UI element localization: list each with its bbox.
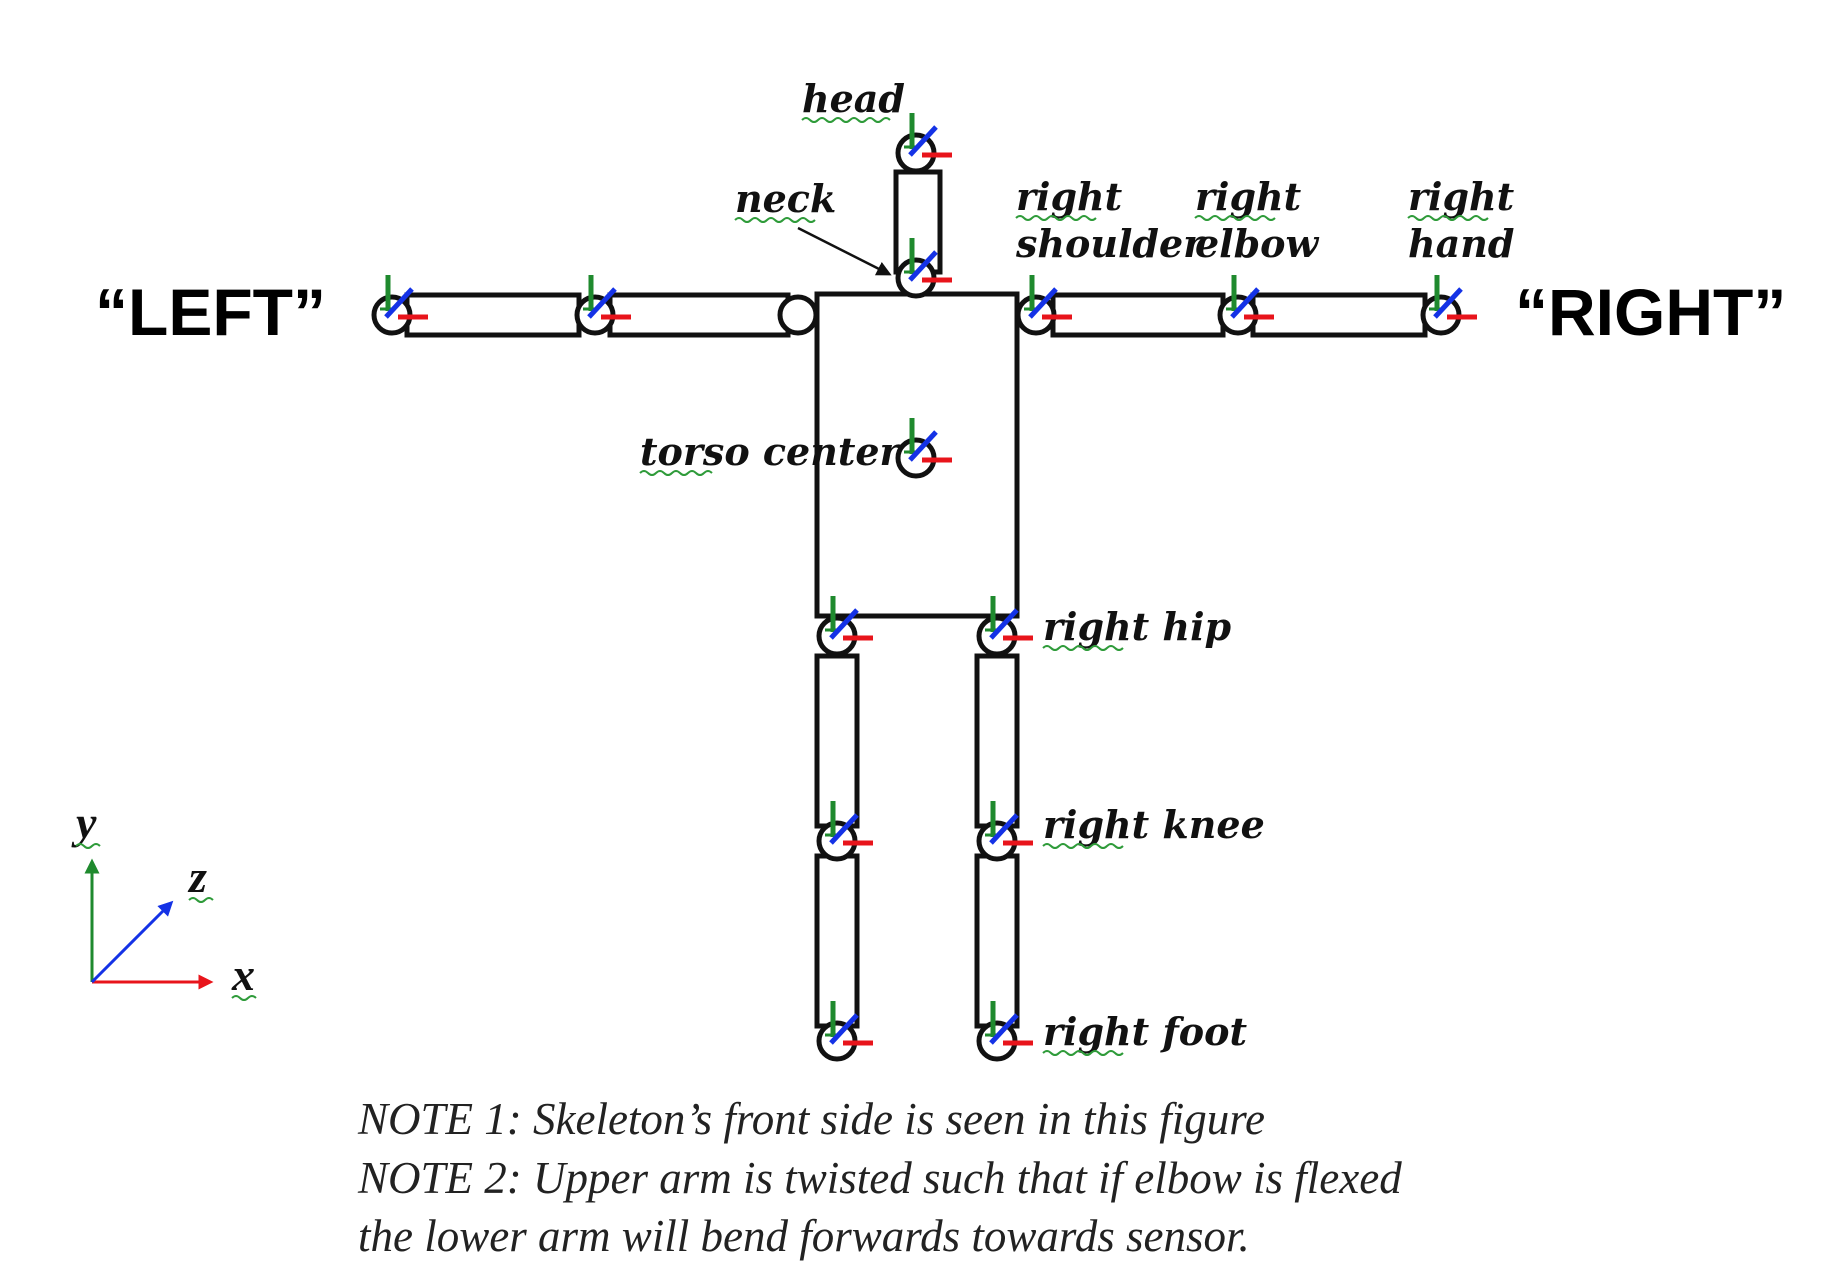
joint-labels: head neck torso center right shoulder ri… (639, 76, 1515, 1056)
spellcheck-underline (1194, 215, 1276, 221)
left-side-label: “LEFT” (95, 275, 326, 349)
right-elbow-frame (1226, 275, 1274, 320)
left-shoulder-joint (777, 294, 819, 336)
left-foot-frame (825, 1001, 873, 1046)
right-knee-frame (985, 801, 1033, 846)
skeleton-segments (404, 169, 1428, 1029)
right-side-label: “RIGHT” (1515, 275, 1786, 349)
frame-z-axis (908, 125, 938, 157)
left-hip-frame (825, 596, 873, 641)
x-axis-label: x (231, 949, 255, 1000)
right-hip-label: right hip (1043, 604, 1232, 649)
spellcheck-underline (1407, 215, 1489, 221)
right-foot-label: right foot (1043, 1009, 1247, 1054)
right-hand-label-line1: right (1408, 174, 1515, 219)
spellcheck-underline (1042, 645, 1124, 651)
frame-z-axis (908, 250, 938, 282)
note-line-2: NOTE 2: Upper arm is twisted such that i… (357, 1153, 1402, 1203)
right-lower-arm (1250, 292, 1428, 338)
note-line-3: the lower arm will bend forwards towards… (358, 1211, 1250, 1261)
torso-center-label: torso center (640, 429, 903, 474)
right-shin (974, 853, 1020, 1029)
right-thigh (974, 653, 1020, 829)
spellcheck-underline (639, 470, 713, 476)
left-hand-frame (380, 275, 428, 320)
frame-z-axis (989, 1013, 1019, 1045)
spellcheck-underline (1015, 215, 1097, 221)
frame-z-axis (1433, 287, 1463, 319)
frame-z-axis (829, 608, 859, 640)
right-shoulder-frame (1024, 275, 1072, 320)
joint-coordinate-frames (380, 113, 1477, 1046)
right-upper-arm (1050, 292, 1226, 338)
neck-pointer-arrow (797, 226, 892, 276)
frame-z-axis (829, 1013, 859, 1045)
head-label: head (802, 76, 905, 121)
right-knee-label: right knee (1043, 802, 1265, 847)
right-hand-frame (1429, 275, 1477, 320)
left-elbow-frame (583, 275, 631, 320)
spellcheck-underline (1042, 1050, 1124, 1056)
z-axis-arrow (90, 900, 174, 984)
figure-notes: NOTE 1: Skeleton’s front side is seen in… (357, 1094, 1402, 1261)
right-elbow-label-line2: elbow (1195, 221, 1320, 266)
frame-z-axis (989, 608, 1019, 640)
left-thigh (814, 653, 860, 829)
spellcheck-underline (188, 897, 214, 903)
left-upper-arm (607, 292, 791, 338)
neck-frame (904, 238, 952, 283)
z-axis-label: z (187, 851, 207, 902)
spellcheck-underline (231, 995, 257, 1001)
frame-z-axis (1028, 287, 1058, 319)
note-line-1: NOTE 1: Skeleton’s front side is seen in… (357, 1094, 1265, 1144)
right-shoulder-label-line2: shoulder (1015, 221, 1206, 266)
frame-z-axis (829, 813, 859, 845)
frame-z-axis (1230, 287, 1260, 319)
spellcheck-underline (801, 117, 891, 123)
left-shin (814, 853, 860, 1029)
spellcheck-underline (75, 843, 101, 849)
axes-legend: y z x (71, 797, 257, 1001)
frame-z-axis (384, 287, 414, 319)
right-shoulder-label-line1: right (1016, 174, 1123, 219)
left-lower-arm (404, 292, 582, 338)
left-knee-frame (825, 801, 873, 846)
spellcheck-underline (734, 217, 816, 223)
frame-z-axis (989, 813, 1019, 845)
frame-z-axis (908, 430, 938, 462)
frame-z-axis (587, 287, 617, 319)
right-hand-label-line2: hand (1408, 221, 1514, 266)
right-foot-frame (985, 1001, 1033, 1046)
head-frame (904, 113, 952, 158)
torso-center-frame (904, 418, 952, 463)
right-hip-frame (985, 596, 1033, 641)
neck-label: neck (735, 176, 836, 221)
y-axis-label: y (71, 797, 97, 848)
spellcheck-underline (1042, 843, 1124, 849)
right-elbow-label-line1: right (1195, 174, 1302, 219)
